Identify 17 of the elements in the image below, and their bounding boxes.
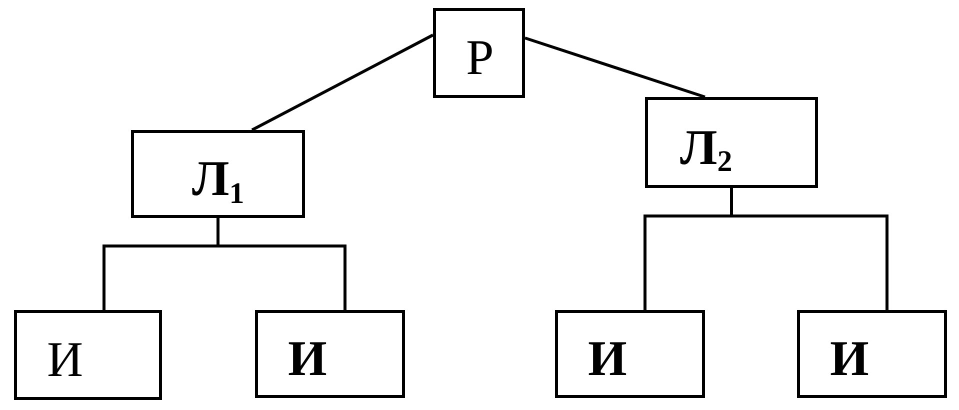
node-label: Р bbox=[466, 32, 494, 82]
node-box bbox=[255, 310, 405, 398]
node-label: Л$_{1}$ bbox=[192, 153, 244, 203]
node-box bbox=[14, 310, 162, 400]
node-box bbox=[131, 130, 305, 218]
node-box bbox=[555, 310, 705, 398]
connector-line bbox=[251, 34, 434, 132]
connector-line bbox=[524, 36, 706, 98]
node-box bbox=[433, 8, 525, 98]
node-box bbox=[797, 310, 947, 398]
node-label: И bbox=[588, 333, 627, 383]
node-label: И bbox=[47, 334, 84, 384]
node-label: И bbox=[288, 333, 327, 383]
node-label: Л$_{2}$ bbox=[680, 122, 732, 172]
connector-line bbox=[216, 218, 346, 310]
node-label: И bbox=[830, 333, 869, 383]
node-box bbox=[645, 97, 818, 188]
